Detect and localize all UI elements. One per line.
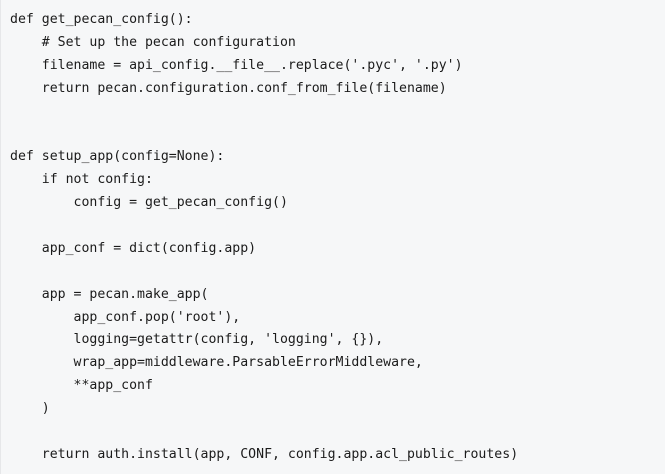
code-line: **app_conf (10, 378, 153, 394)
code-line: # Set up the pecan configuration (10, 34, 296, 50)
code-line: def get_pecan_config(): (10, 12, 193, 27)
code-line: logging=getattr(config, 'logging', {}), (10, 332, 384, 348)
code-line (10, 101, 518, 124)
code-line (10, 421, 518, 444)
code-line: filename = api_config.__file__.replace('… (10, 57, 463, 73)
code-line: if not config: (10, 172, 153, 188)
code-line: ) (10, 401, 50, 417)
code-line (10, 215, 518, 238)
code-line (10, 123, 518, 146)
code-text: def get_pecan_config(): # Set up the pec… (10, 9, 518, 467)
code-line: app = pecan.make_app( (10, 286, 209, 302)
code-line: app_conf.pop('root'), (10, 309, 241, 325)
code-line: return pecan.configuration.conf_from_fil… (10, 80, 447, 96)
code-line: config = get_pecan_config() (10, 195, 288, 211)
code-line: return auth.install(app, CONF, config.ap… (10, 446, 519, 462)
code-line: def setup_app(config=None): (10, 149, 225, 165)
code-line: wrap_app=middleware.ParsableErrorMiddlew… (10, 355, 423, 371)
code-line: app_conf = dict(config.app) (10, 240, 257, 256)
code-line (10, 261, 518, 284)
